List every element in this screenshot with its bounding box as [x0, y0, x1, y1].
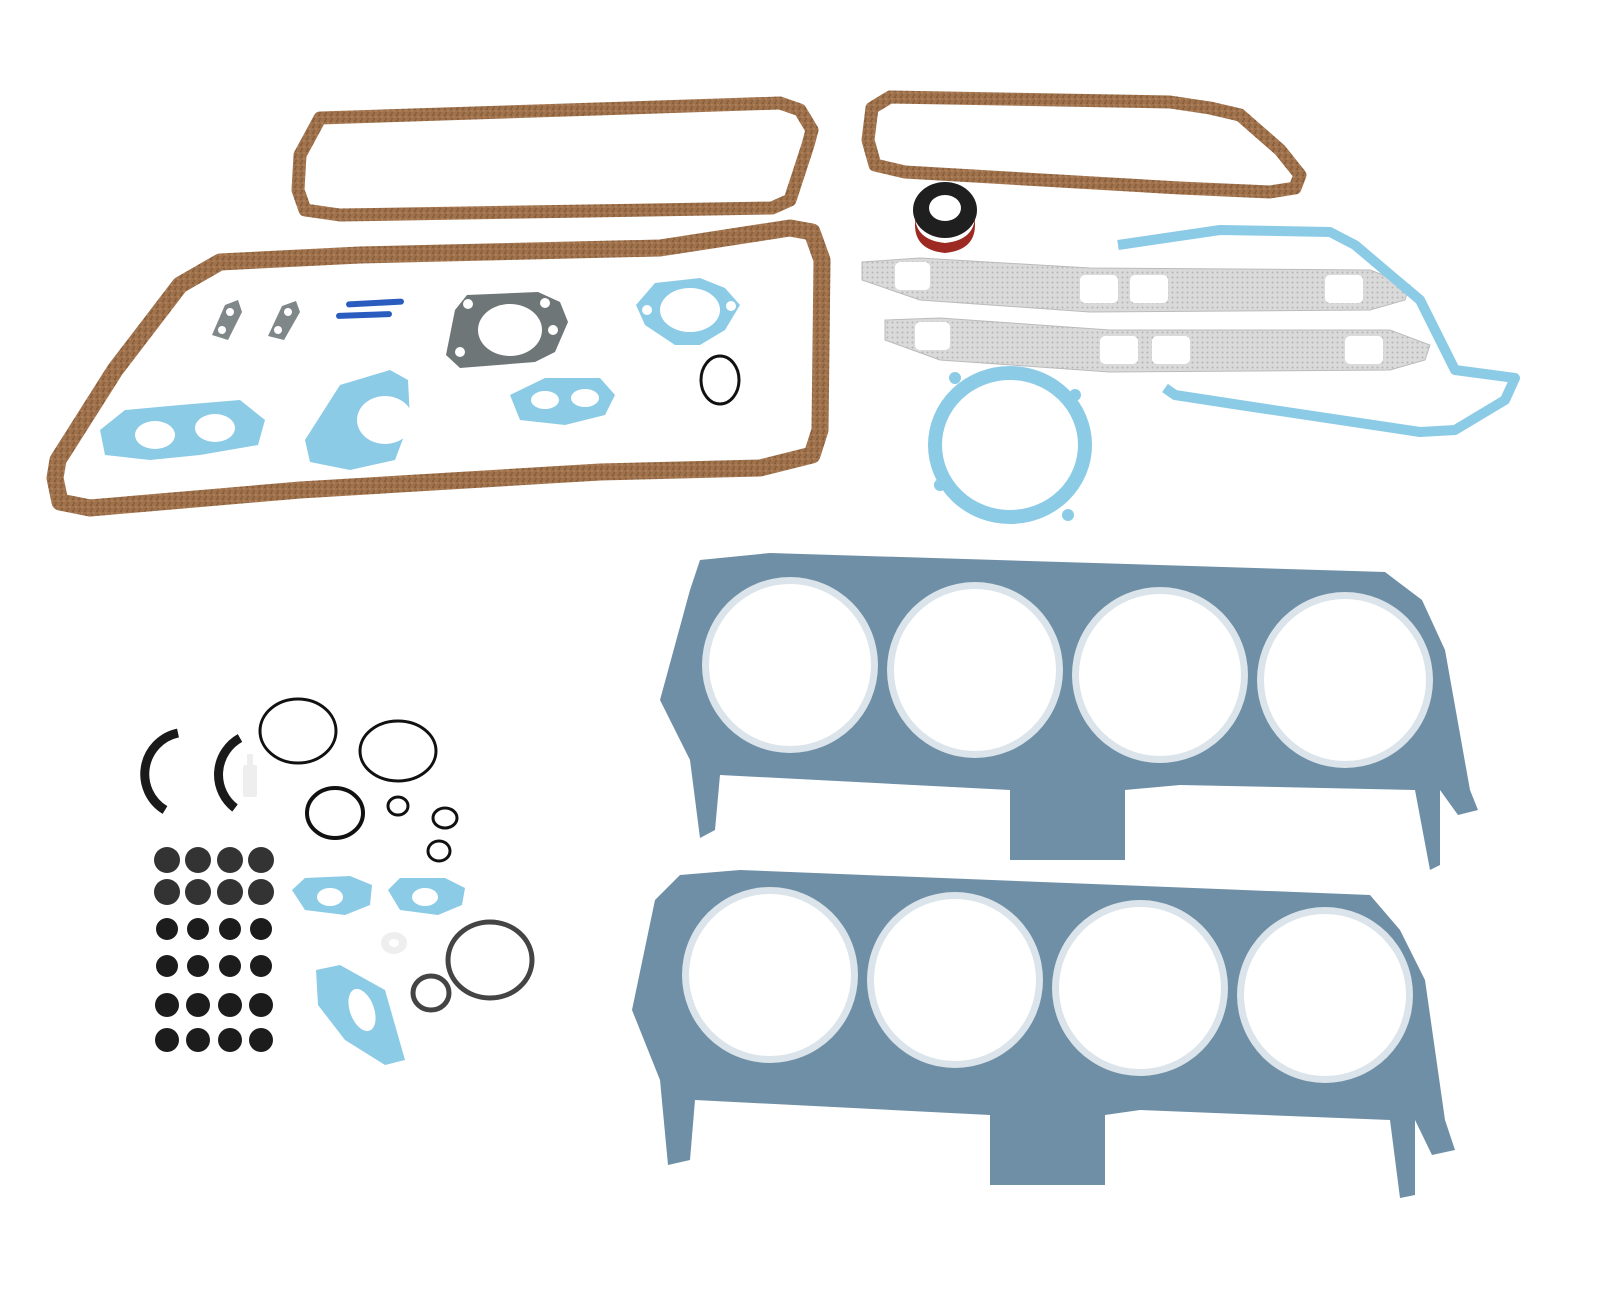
blue-rubber-strips	[336, 298, 404, 319]
valve-stem-seals	[154, 847, 274, 1052]
fuel-pump-gasket-3	[316, 965, 405, 1065]
blue-gasket-water-neck-2	[510, 378, 615, 425]
fuel-pump-gasket-2	[388, 878, 465, 915]
water-pump-gasket	[928, 366, 1092, 524]
head-gasket-top	[660, 553, 1478, 870]
graphite-small-gasket-2	[268, 301, 300, 340]
fuel-pump-gasket-1	[292, 876, 372, 915]
rear-main-seal-halves	[140, 728, 243, 814]
graphite-small-gasket-1	[212, 300, 242, 340]
exhaust-gasket-bottom	[884, 317, 1431, 373]
timing-cover-seal	[913, 182, 977, 253]
blue-gasket-water-neck-1	[100, 400, 265, 460]
blue-gasket-water-pump-cover	[305, 370, 413, 470]
exhaust-gasket-top	[861, 257, 1411, 313]
valve-cover-gasket-left	[291, 96, 819, 222]
oil-pan-gasket	[46, 219, 831, 517]
timing-cover-gasket	[1117, 225, 1520, 437]
head-gasket-bottom	[632, 870, 1455, 1198]
graphite-housing-gasket	[446, 292, 568, 368]
o-rings	[258, 697, 535, 1013]
blue-gasket-thermostat	[636, 278, 740, 345]
nylon-washer	[381, 932, 407, 954]
valve-cover-gasket-right	[861, 90, 1307, 199]
nylon-plug	[243, 754, 257, 797]
o-ring-small-oilpan	[699, 354, 741, 406]
